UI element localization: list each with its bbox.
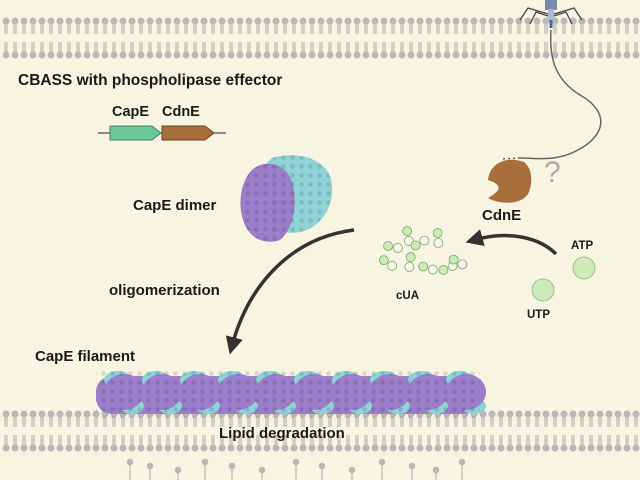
cua-label: cUA <box>396 290 420 302</box>
cape-dimer-icon <box>240 155 333 242</box>
cape-dimer-label: CapE dimer <box>133 197 217 214</box>
gene-cassette <box>98 125 226 141</box>
cdne-protein-icon <box>488 159 532 203</box>
cape-filament-label: CapE filament <box>35 348 136 365</box>
atp-icon <box>572 256 596 280</box>
cdne-gene <box>161 125 215 141</box>
cdne-gene-label: CdnE <box>162 104 200 120</box>
cape-filament-icon <box>96 368 486 418</box>
phage-icon <box>519 0 583 28</box>
utp-icon <box>531 278 555 302</box>
oligomerization-label: oligomerization <box>109 282 220 299</box>
synthesis-arrow <box>465 229 558 256</box>
phage-dna <box>519 29 602 160</box>
cua-molecule-group <box>378 226 468 275</box>
diagram-title: CBASS with phospholipase effector <box>18 72 283 89</box>
lipid-degradation-label: Lipid degradation <box>219 425 345 442</box>
cdne-label: CdnE <box>482 207 522 224</box>
top-membrane <box>2 17 640 59</box>
oligomerization-arrow <box>225 228 355 355</box>
question-mark-icon: ? <box>544 156 561 189</box>
utp-label: UTP <box>527 309 550 321</box>
atp-label: ATP <box>571 240 594 252</box>
cape-gene-label: CapE <box>112 104 150 120</box>
cape-gene <box>109 125 162 141</box>
degraded-lipids <box>126 458 466 480</box>
